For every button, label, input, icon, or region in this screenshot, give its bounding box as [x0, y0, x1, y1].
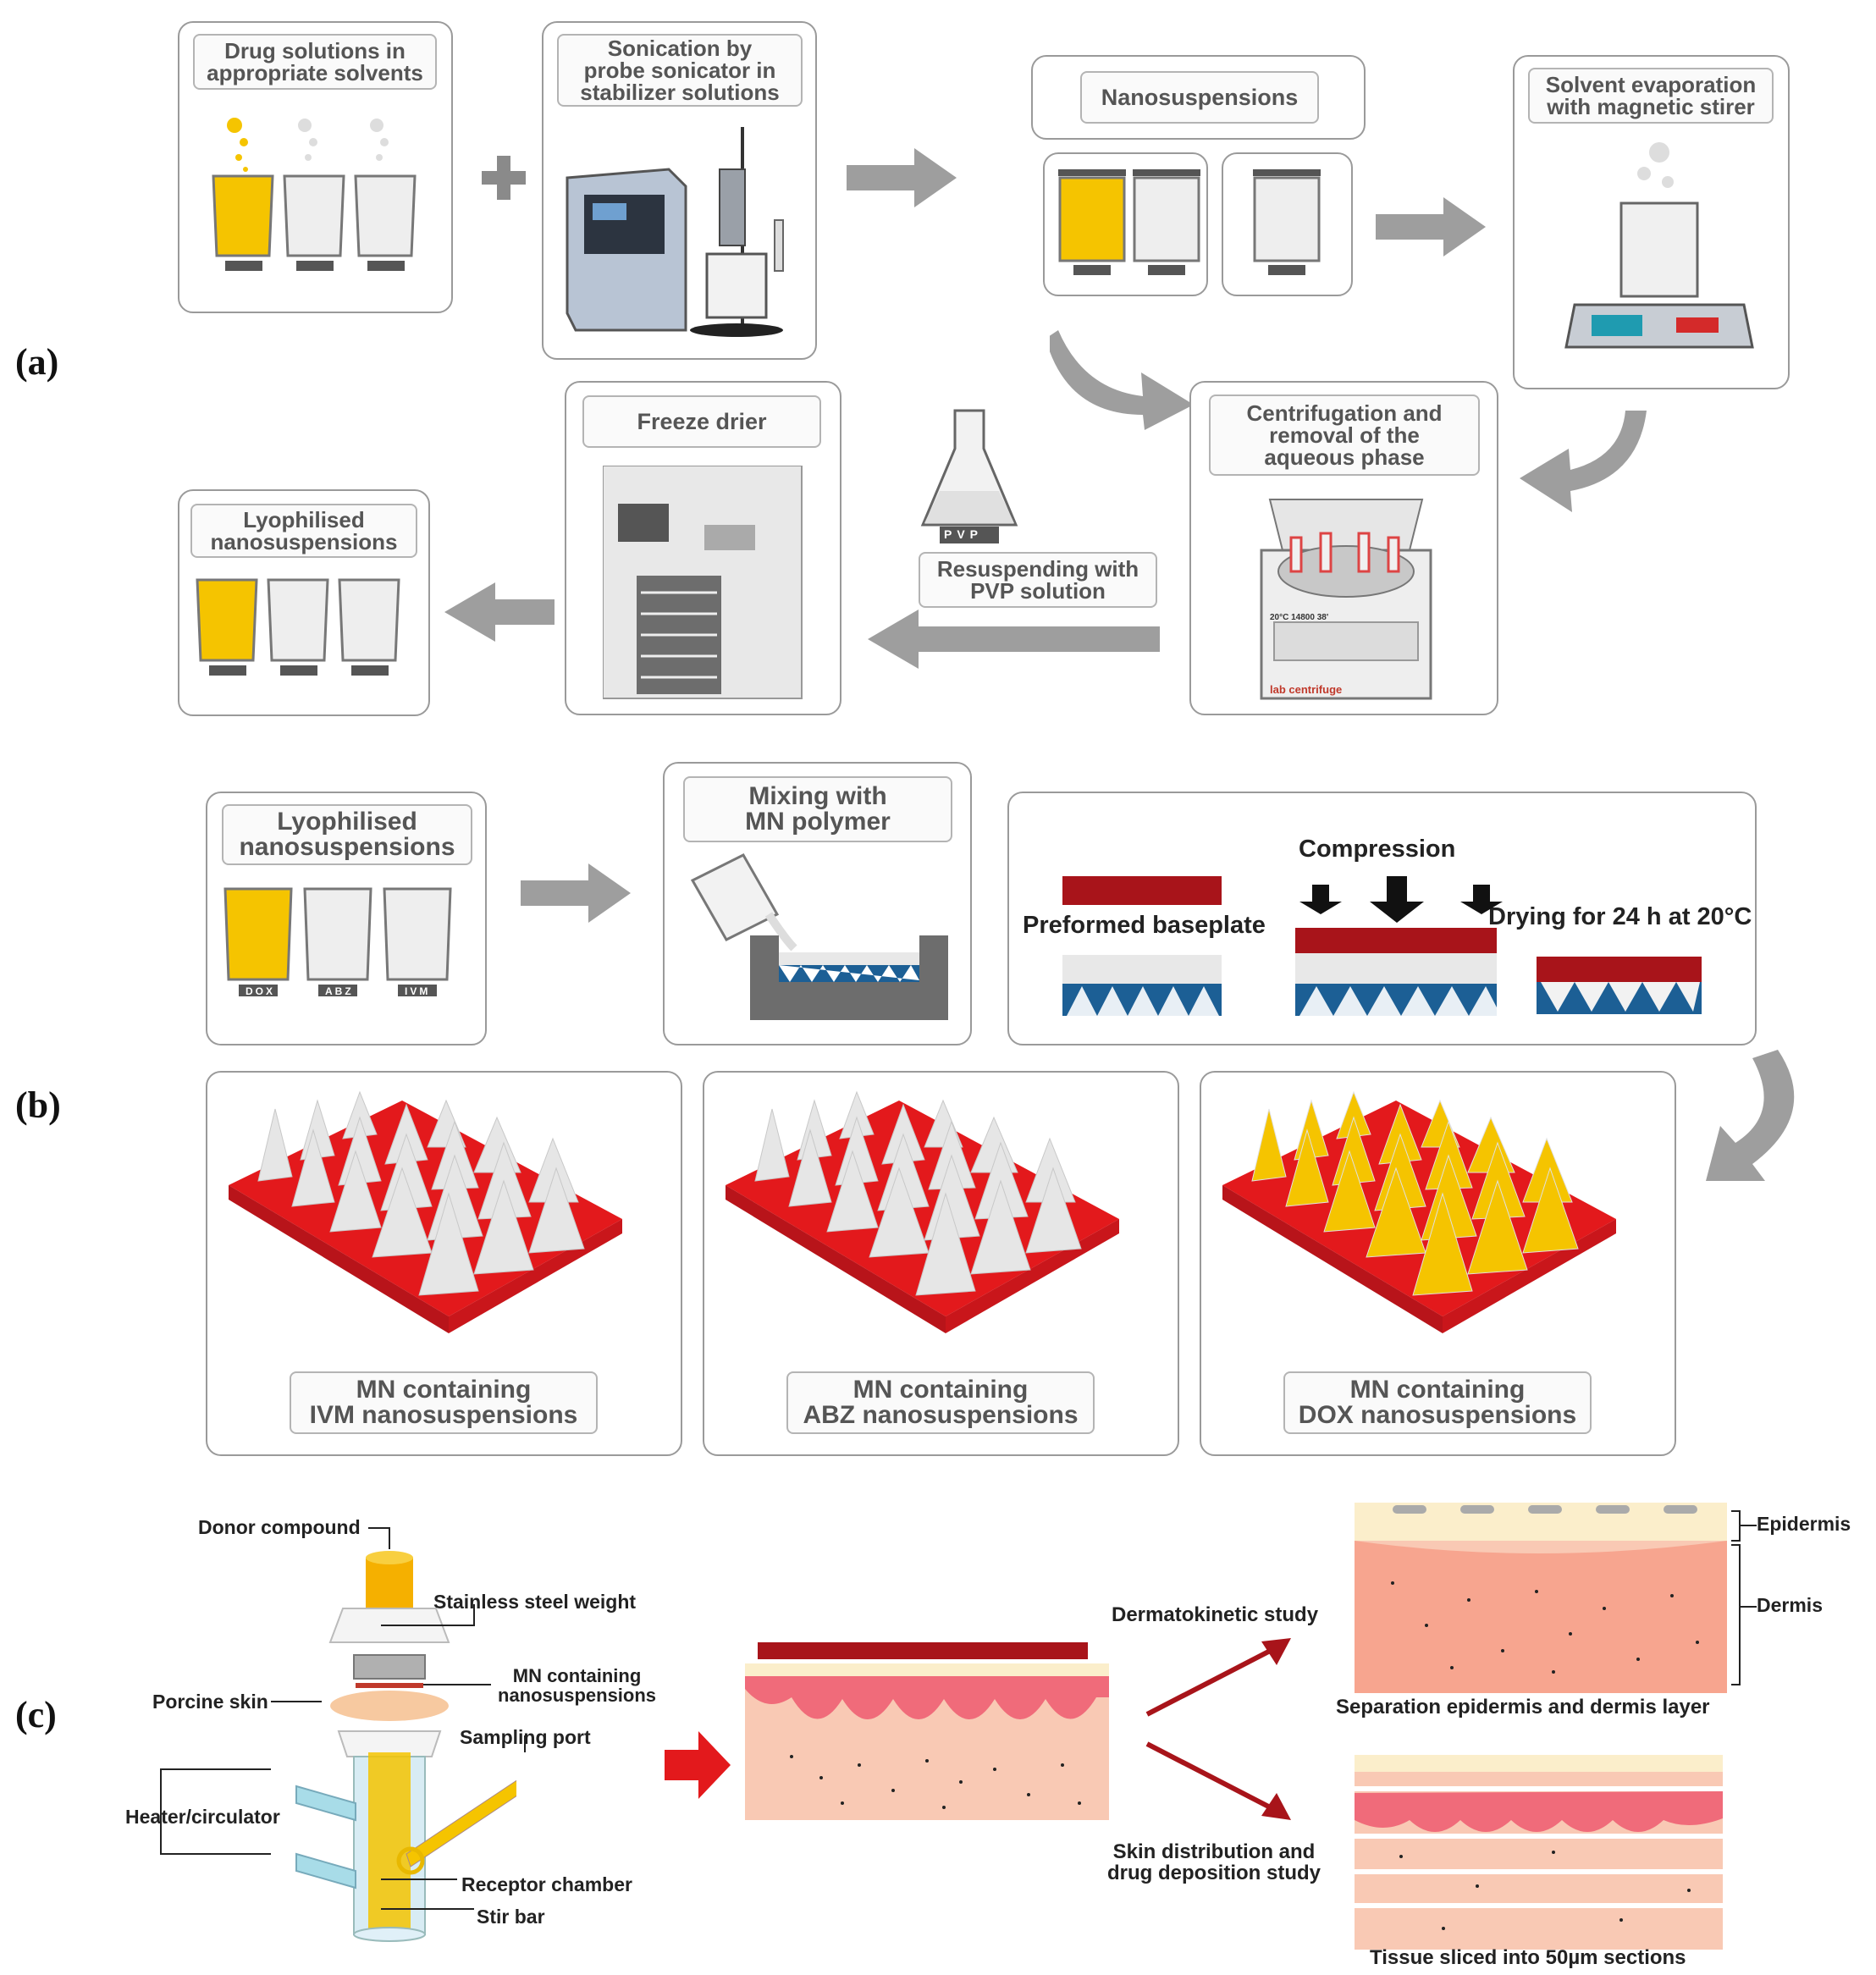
mixing-mould-icon [690, 853, 948, 1020]
skin-cross-section [745, 1642, 1109, 1820]
label-porcine: Porcine skin [152, 1691, 268, 1713]
label-donor: Donor compound [198, 1516, 361, 1538]
beaker-ivm [354, 174, 417, 271]
franz-cell-leader-lines [160, 1527, 526, 1910]
label-nanosuspensions: Nanosuspensions [1080, 71, 1319, 124]
franz-cell-apparatus [295, 1551, 516, 1942]
label-solvent-evaporation: Solvent evaporation with magnetic stirer [1528, 68, 1774, 124]
centrifuge-brand-text: lab centrifuge [1270, 683, 1343, 696]
beaker-dox [212, 174, 274, 271]
mn-patch-dox [1222, 1090, 1616, 1333]
label-heater: Heater/circulator [125, 1806, 280, 1828]
plus-icon [482, 156, 526, 200]
mn-patch-ivm [229, 1090, 622, 1333]
beaker-abz [283, 174, 345, 271]
label-lyophilised-b: Lyophilised nanosuspensions [222, 804, 472, 865]
panel-a-label: (a) [15, 341, 59, 383]
label-tissue-sliced: Tissue sliced into 50µm sections [1370, 1946, 1686, 1969]
label-epidermis: Epidermis [1757, 1513, 1851, 1535]
arrow-right-b [521, 863, 631, 923]
probe-sonicator-icon [566, 127, 784, 337]
arrow-curved-b [1706, 1050, 1795, 1181]
centrifuge-icon [1260, 499, 1432, 700]
epidermis-dermis-brackets [1731, 1510, 1757, 1685]
arrow-curved-2 [1520, 411, 1647, 512]
mn-patch-abz [726, 1090, 1119, 1333]
arrow-right-2 [1376, 197, 1486, 257]
jar-dox [1058, 169, 1126, 275]
label-separation: Separation epidermis and dermis layer [1336, 1696, 1710, 1718]
pvp-flask-icon [920, 409, 1018, 543]
label-stir: Stir bar [477, 1906, 545, 1928]
label-resuspending: Resuspending with PVP solution [919, 552, 1157, 608]
label-compression: Compression [1299, 836, 1456, 863]
label-mn-ivm: MN containing IVM nanosuspensions [290, 1371, 598, 1434]
nanosuspension-jars [1058, 169, 1321, 275]
panel-b-label: (b) [15, 1084, 61, 1126]
label-dermatokinetic: Dermatokinetic study [1112, 1603, 1319, 1626]
label-lyophilised-a: Lyophilised nanosuspensions [190, 504, 417, 558]
arrow-left-2 [444, 582, 555, 642]
jar-ivm [1253, 169, 1321, 275]
skin-sliced-sections [1355, 1755, 1723, 1950]
skin-epidermis-dermis [1355, 1503, 1727, 1693]
label-freeze-drier: Freeze drier [582, 395, 821, 448]
label-sampling: Sampling port [460, 1726, 591, 1748]
beaker-label-ivm: IVM [405, 985, 431, 997]
magnetic-stirrer-icon [1564, 142, 1754, 349]
label-mn-abz: MN containing ABZ nanosuspensions [786, 1371, 1095, 1434]
label-mixing: Mixing with MN polymer [683, 776, 952, 842]
label-stainless: Stainless steel weight [433, 1591, 637, 1613]
beaker-label-dox: DOX [246, 985, 276, 997]
label-receptor: Receptor chamber [461, 1873, 632, 1895]
panel-c-label: (c) [15, 1694, 57, 1735]
label-sonication: Sonication by probe sonicator in stabili… [557, 34, 803, 107]
label-mn-containing: MN containing nanosuspensions [498, 1665, 657, 1707]
label-drying: Drying for 24 h at 20°C [1488, 903, 1752, 930]
label-skin-distribution: Skin distribution and drug deposition st… [1107, 1840, 1321, 1885]
centrifuge-display-text: 20°C 14800 38' [1270, 613, 1329, 622]
red-arrow-right [665, 1731, 731, 1799]
label-drug-solutions: Drug solutions in appropriate solvents [193, 34, 437, 90]
label-centrifugation: Centrifugation and removal of the aqueou… [1209, 394, 1480, 476]
label-mn-dox: MN containing DOX nanosuspensions [1283, 1371, 1592, 1434]
beaker-label-abz: ABZ [325, 985, 354, 997]
study-arrows [1145, 1638, 1291, 1820]
beakers-lyophilised-a [196, 578, 400, 676]
beakers-lyophilised-b [223, 887, 452, 996]
beakers-drug-solutions [212, 118, 417, 271]
pvp-flask-label: PVP [944, 527, 984, 541]
jar-abz [1133, 169, 1200, 275]
compression-steps [1062, 876, 1702, 1016]
arrow-left-1 [868, 610, 1160, 669]
label-preformed: Preformed baseplate [1023, 912, 1266, 939]
arrow-curved-1 [1050, 330, 1194, 430]
freeze-drier-icon [603, 466, 803, 699]
arrow-right-1 [847, 148, 957, 207]
label-dermis: Dermis [1757, 1594, 1823, 1616]
